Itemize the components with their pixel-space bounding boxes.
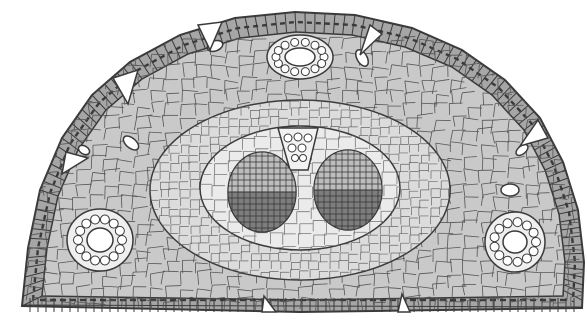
small-bundle-right [485,212,545,272]
small-bundle-top [267,35,333,79]
vascular-bundle-right [314,150,382,230]
vascular-bundle-left [228,152,296,232]
small-bundle-left [67,209,133,271]
